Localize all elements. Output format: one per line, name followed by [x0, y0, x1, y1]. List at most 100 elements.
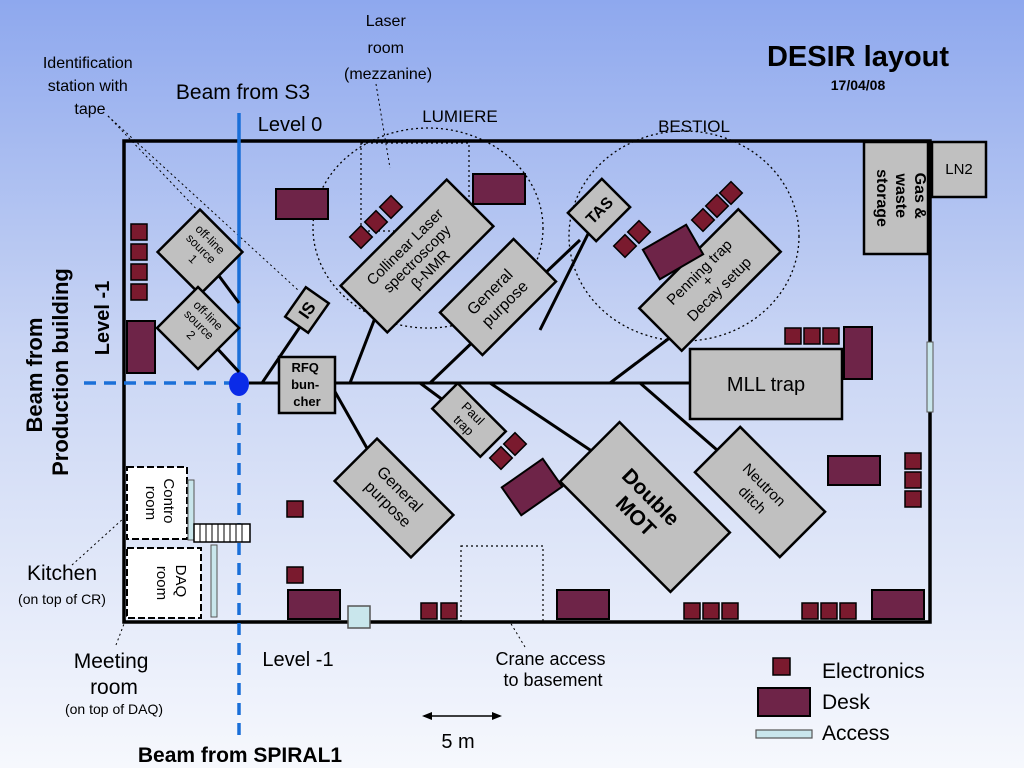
- electronics-rack: [904, 452, 922, 470]
- desk: [472, 173, 526, 205]
- electronics-rack: [488, 445, 514, 471]
- electronics-rack: [839, 602, 857, 620]
- hall-right-access: [926, 341, 934, 413]
- desk: [500, 457, 564, 517]
- gas-waste-label: Gas & waste storage: [873, 169, 928, 227]
- lumiere-label: LUMIERE: [422, 107, 498, 126]
- electronics-rack: [348, 224, 374, 250]
- electronics-rack: [420, 602, 438, 620]
- beamlines: [201, 209, 741, 481]
- crane-access-label: Crane access to basement: [495, 649, 610, 690]
- control-room-label: Contro room: [142, 478, 177, 527]
- ln2-room: [930, 140, 988, 199]
- station-collinear-laser: Collinear Laser spectroscopy β-NMR: [338, 177, 496, 335]
- crane-access-box: [460, 545, 544, 623]
- scale-label: 5 m: [441, 731, 474, 753]
- scale-bar: [422, 712, 502, 720]
- desk: [275, 188, 329, 220]
- beam-production-label: Beam from Production building: [22, 268, 73, 476]
- beam-junction: [229, 372, 249, 396]
- station-penning-trap: Penning trap + Decay setup: [637, 207, 783, 353]
- level-minus1-bottom-label: Level -1: [262, 649, 333, 671]
- diagram-date: 17/04/08: [831, 77, 886, 93]
- daq-room-door: [210, 544, 218, 618]
- electronics-rack: [440, 602, 458, 620]
- desk: [126, 320, 156, 374]
- desk: [843, 326, 873, 380]
- electronics-rack: [801, 602, 819, 620]
- meeting-room-sub-label: (on top of DAQ): [65, 701, 163, 717]
- rfq-label: RFQ bun- cher: [291, 360, 323, 409]
- diagram-title: DESIR layout: [767, 41, 949, 73]
- control-room-door: [187, 479, 195, 541]
- electronics-rack: [502, 431, 528, 457]
- electronics-rack: [702, 602, 720, 620]
- electronics-rack: [690, 207, 716, 233]
- electronics-rack: [363, 209, 389, 235]
- legend-access-label: Access: [822, 722, 890, 745]
- leader-identification-1: [107, 115, 241, 256]
- beam-s3-label: Beam from S3: [176, 81, 310, 104]
- electronics-rack: [718, 180, 744, 206]
- leader-meeting: [115, 607, 131, 646]
- station-is: IS: [283, 285, 331, 335]
- electronics-rack: [378, 194, 404, 220]
- level0-label: Level 0: [258, 114, 323, 136]
- station-neutron-ditch: Neutron ditch: [693, 425, 827, 559]
- electronics-rack: [784, 327, 802, 345]
- leader-kitchen: [71, 517, 125, 566]
- daq-room: [126, 547, 202, 619]
- electronics-rack: [822, 327, 840, 345]
- electronics-rack: [704, 193, 730, 219]
- kitchen-label: Kitchen: [27, 562, 97, 585]
- lumiere-zone: [312, 127, 544, 329]
- kitchen-sub-label: (on top of CR): [18, 591, 106, 607]
- mll-trap-label: MLL trap: [727, 374, 805, 396]
- stairs-icon: [193, 523, 251, 543]
- station-rfq-buncher: [277, 355, 337, 415]
- electronics-rack: [683, 602, 701, 620]
- electronics-rack: [130, 263, 148, 281]
- beam-spiral1-label: Beam from SPIRAL1: [138, 744, 343, 767]
- station-tas: TAS: [566, 177, 632, 243]
- station-offline-source-2: off-line source 2: [155, 285, 241, 371]
- electronics-rack: [721, 602, 739, 620]
- control-room: [126, 466, 188, 540]
- legend-desk-label: Desk: [822, 691, 870, 714]
- bestiol-label: BESTIOL: [658, 117, 730, 136]
- desk: [556, 589, 610, 620]
- legend-electronics-swatch: [772, 657, 791, 676]
- legend-desk-swatch: [757, 687, 811, 717]
- desk: [827, 455, 881, 486]
- level-minus1-vertical-label: Level -1: [92, 281, 114, 355]
- station-general-purpose-lower: General purpose: [332, 436, 456, 560]
- electronics-rack: [286, 566, 304, 584]
- station-mll-trap: [688, 347, 844, 421]
- bottom-access: [347, 605, 371, 629]
- electronics-rack: [820, 602, 838, 620]
- electronics-rack: [130, 223, 148, 241]
- legend-electronics-label: Electronics: [822, 660, 925, 683]
- electronics-rack: [612, 233, 638, 259]
- meeting-room-label: Meeting room: [74, 650, 155, 699]
- laser-room-label: Laser room (mezzanine): [344, 13, 432, 83]
- electronics-rack: [904, 471, 922, 489]
- daq-room-label: DAQ room: [153, 565, 189, 602]
- desk: [641, 223, 705, 281]
- electronics-rack: [626, 219, 652, 245]
- desk: [871, 589, 925, 620]
- electronics-rack: [130, 243, 148, 261]
- ln2-label: LN2: [945, 161, 973, 178]
- leader-laser: [375, 83, 391, 169]
- electronics-racks: [130, 180, 922, 620]
- desks: [126, 173, 925, 620]
- electronics-rack: [130, 283, 148, 301]
- desk: [287, 589, 341, 620]
- station-offline-source-1: off-line source 1: [155, 207, 245, 297]
- electronics-rack: [904, 490, 922, 508]
- electronics-rack: [803, 327, 821, 345]
- station-double-mot: Double MOT: [558, 420, 732, 594]
- legend-access-swatch: [755, 729, 813, 739]
- gas-waste-storage-room: [862, 140, 930, 256]
